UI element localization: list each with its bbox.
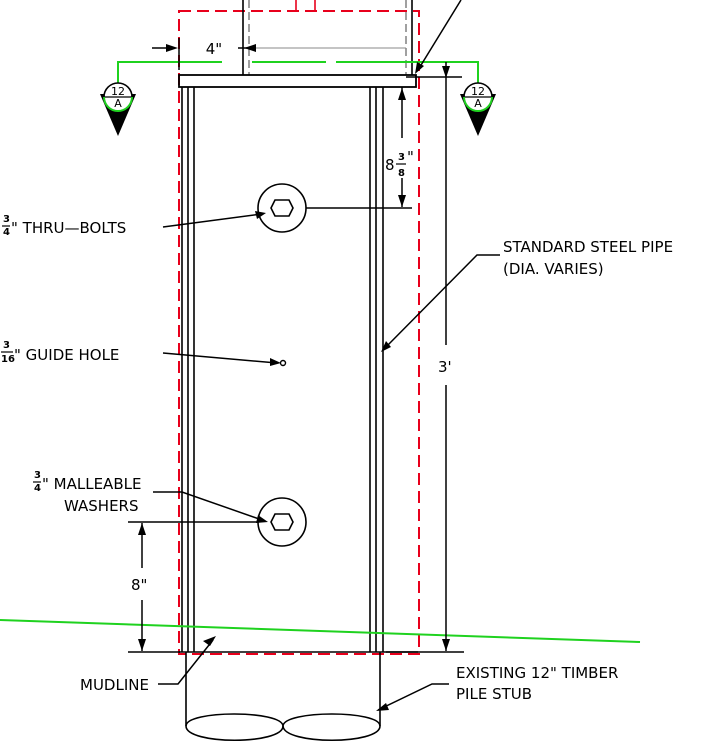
dim-top-offset bbox=[152, 38, 256, 70]
washers-frac-den: 4 bbox=[34, 483, 41, 494]
guide-hole-frac-den: 16 bbox=[1, 354, 15, 365]
mudline-label: MUDLINE bbox=[80, 676, 149, 694]
hidden-outline bbox=[178, 10, 420, 655]
washers-label-line2: WASHERS bbox=[64, 497, 139, 515]
dim-bolt-from-bottom-label: 8" bbox=[131, 576, 147, 594]
dim-bolt-from-bottom bbox=[128, 521, 258, 653]
dim-arrow bbox=[166, 44, 178, 52]
dim-bolt-from-top-inch: " bbox=[407, 148, 414, 166]
section-number: 12 bbox=[471, 85, 485, 98]
section-cut-line bbox=[117, 61, 479, 94]
thru-bolts-frac-num: 3 bbox=[3, 214, 10, 225]
dim-arrow bbox=[244, 44, 256, 52]
guide-hole-label: " GUIDE HOLE bbox=[14, 346, 119, 364]
dim-arrow bbox=[442, 66, 450, 78]
washers-label-line1: " MALLEABLE bbox=[42, 475, 141, 493]
section-letter: A bbox=[474, 97, 482, 110]
steel-pipe-label-line2: (DIA. VARIES) bbox=[503, 260, 604, 278]
dim-pipe-length bbox=[386, 62, 464, 653]
dim-arrow bbox=[398, 88, 406, 100]
dim-bolt-from-top-whole: 8 bbox=[385, 156, 395, 174]
dim-bolt-from-top-den: 8 bbox=[398, 168, 405, 179]
steel-pipe-label-line1: STANDARD STEEL PIPE bbox=[503, 238, 673, 256]
dim-bolt-from-top-num: 3 bbox=[398, 152, 405, 163]
timber-pile-label-line2: PILE STUB bbox=[456, 685, 532, 703]
timber-pile-label-line1: EXISTING 12" TIMBER bbox=[456, 664, 618, 682]
section-marker-left: 12 A bbox=[100, 82, 136, 136]
dim-top-offset-label: 4" bbox=[206, 40, 222, 58]
washers-frac-num: 3 bbox=[34, 470, 41, 481]
steel-pipe bbox=[179, 87, 418, 653]
section-letter: A bbox=[114, 97, 122, 110]
leader-arrowheads bbox=[203, 62, 424, 711]
guide-hole-frac-num: 3 bbox=[3, 340, 10, 351]
dim-bolt-from-top bbox=[306, 76, 462, 209]
section-marker-right: 12 A bbox=[460, 82, 496, 136]
guide-hole bbox=[279, 359, 287, 367]
section-number: 12 bbox=[111, 85, 125, 98]
dim-arrow bbox=[138, 523, 146, 535]
dim-arrow bbox=[442, 639, 450, 651]
thru-bolt-upper bbox=[257, 183, 307, 233]
leader-lines bbox=[153, 0, 500, 711]
cap-plate bbox=[178, 74, 417, 88]
thru-bolts-frac-den: 4 bbox=[3, 227, 10, 238]
mudline bbox=[0, 619, 641, 643]
dim-arrow bbox=[398, 195, 406, 207]
dim-arrow bbox=[138, 639, 146, 651]
timber-pile-stub bbox=[185, 652, 381, 742]
dim-pipe-length-label: 3' bbox=[438, 358, 452, 376]
thru-bolts-label: " THRU—BOLTS bbox=[11, 219, 126, 237]
